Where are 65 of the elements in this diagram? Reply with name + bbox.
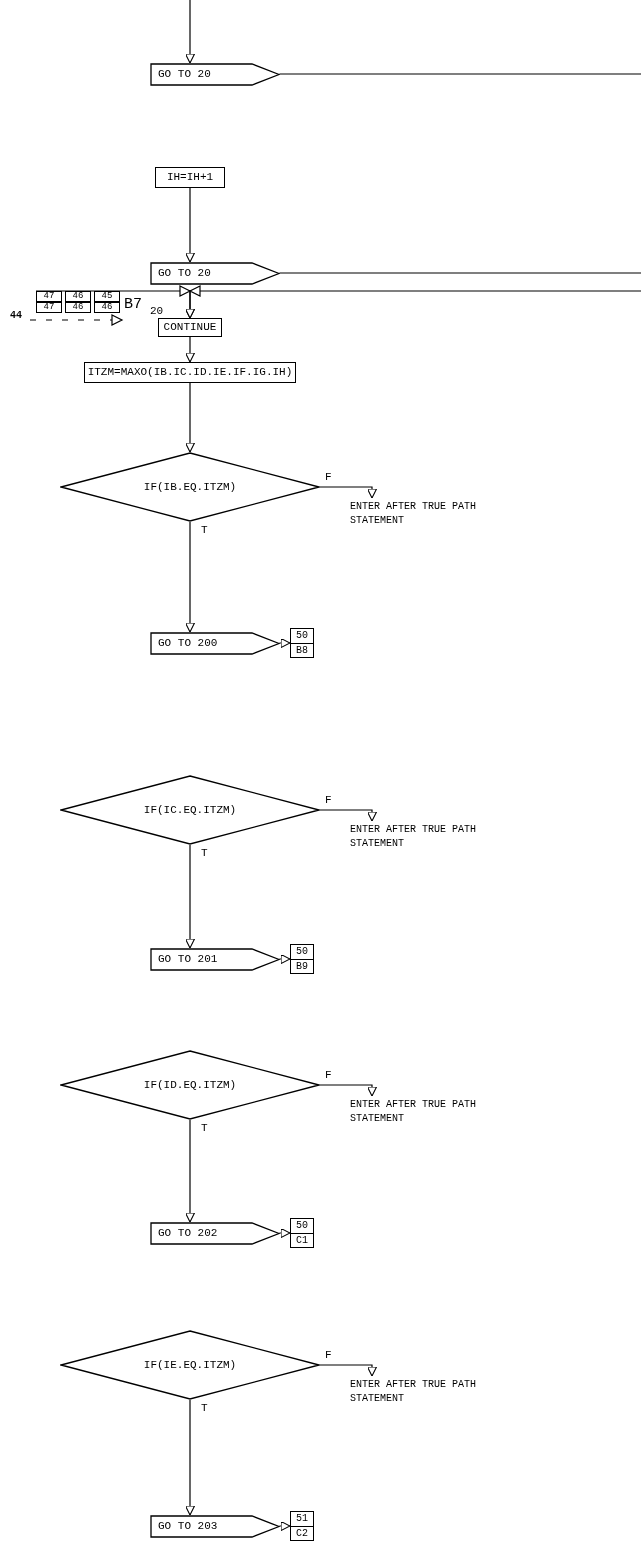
page-number: 44 bbox=[10, 309, 22, 323]
reference-code: 50 bbox=[295, 945, 309, 959]
table-cell: 45 bbox=[94, 291, 120, 302]
process-box: IH=IH+1 bbox=[155, 167, 225, 188]
reference-box bbox=[290, 1218, 314, 1248]
table-cell: 46 bbox=[94, 302, 120, 313]
connector-arrow bbox=[279, 953, 291, 965]
connector-arrow bbox=[184, 187, 196, 263]
connector-arrow bbox=[184, 844, 196, 949]
note-text: ENTER AFTER TRUE PATH STATEMENT bbox=[350, 500, 478, 528]
goto-box bbox=[150, 632, 280, 655]
condition-text: IF(IB.EQ.ITZM) bbox=[143, 479, 237, 495]
process-box: ITZM=MAXO(IB.IC.ID.IE.IF.IG.IH) bbox=[84, 362, 296, 383]
reference-table bbox=[36, 291, 120, 313]
reference-box bbox=[290, 628, 314, 658]
connector-arrow bbox=[184, 382, 196, 453]
statement-text: GO TO 203 bbox=[157, 1519, 218, 1535]
connector-arrow bbox=[319, 486, 378, 499]
condition-text: IF(IC.EQ.ITZM) bbox=[143, 802, 237, 818]
reference-code: 51 bbox=[295, 1512, 309, 1526]
statement-text: GO TO 202 bbox=[157, 1226, 218, 1242]
connector-arrow bbox=[279, 637, 291, 649]
decision-diamond bbox=[60, 452, 320, 522]
reference-box bbox=[290, 944, 314, 974]
goto-box bbox=[150, 948, 280, 971]
decision-diamond bbox=[60, 1330, 320, 1400]
connector-arrow bbox=[184, 1119, 196, 1223]
statement-text: GO TO 20 bbox=[157, 67, 211, 83]
note-text: ENTER AFTER TRUE PATH STATEMENT bbox=[350, 823, 478, 851]
connector-arrow bbox=[319, 809, 378, 822]
statement-label: B7 bbox=[124, 295, 142, 315]
condition-text: IF(IE.EQ.ITZM) bbox=[143, 1357, 237, 1373]
reference-code: B9 bbox=[291, 959, 313, 974]
statement-text: GO TO 201 bbox=[157, 952, 218, 968]
table-cell: 47 bbox=[36, 302, 62, 313]
connector-arrow bbox=[184, 336, 196, 363]
note-text: ENTER AFTER TRUE PATH STATEMENT bbox=[350, 1098, 478, 1126]
goto-box bbox=[150, 1515, 280, 1538]
statement-label: 20 bbox=[150, 304, 164, 319]
table-cell: 46 bbox=[65, 291, 91, 302]
table-cell: 46 bbox=[65, 302, 91, 313]
note-text: ENTER AFTER TRUE PATH STATEMENT bbox=[350, 1378, 478, 1406]
statement-text: GO TO 20 bbox=[157, 266, 211, 282]
connector-arrow bbox=[35, 290, 196, 319]
connector-arrow bbox=[319, 1084, 378, 1097]
table-cell: 47 bbox=[36, 291, 62, 302]
reference-code: B8 bbox=[291, 643, 313, 658]
reference-code: C2 bbox=[291, 1526, 313, 1541]
reference-box bbox=[290, 1511, 314, 1541]
reference-code: 50 bbox=[295, 629, 309, 643]
condition-text: IF(ID.EQ.ITZM) bbox=[143, 1077, 237, 1093]
connector-arrow bbox=[279, 1520, 291, 1532]
connector-arrow bbox=[279, 1227, 291, 1239]
decision-diamond bbox=[60, 1050, 320, 1120]
connector-arrow bbox=[184, 0, 196, 64]
goto-box bbox=[150, 63, 280, 86]
decision-diamond bbox=[60, 775, 320, 845]
connector-arrow bbox=[184, 1399, 196, 1516]
connector-arrow bbox=[319, 1364, 378, 1377]
statement-text: GO TO 200 bbox=[157, 636, 218, 652]
connector-arrow bbox=[184, 521, 196, 633]
goto-box bbox=[150, 1222, 280, 1245]
reference-code: 50 bbox=[295, 1219, 309, 1233]
reference-code: C1 bbox=[291, 1233, 313, 1248]
process-box: CONTINUE bbox=[158, 318, 222, 337]
